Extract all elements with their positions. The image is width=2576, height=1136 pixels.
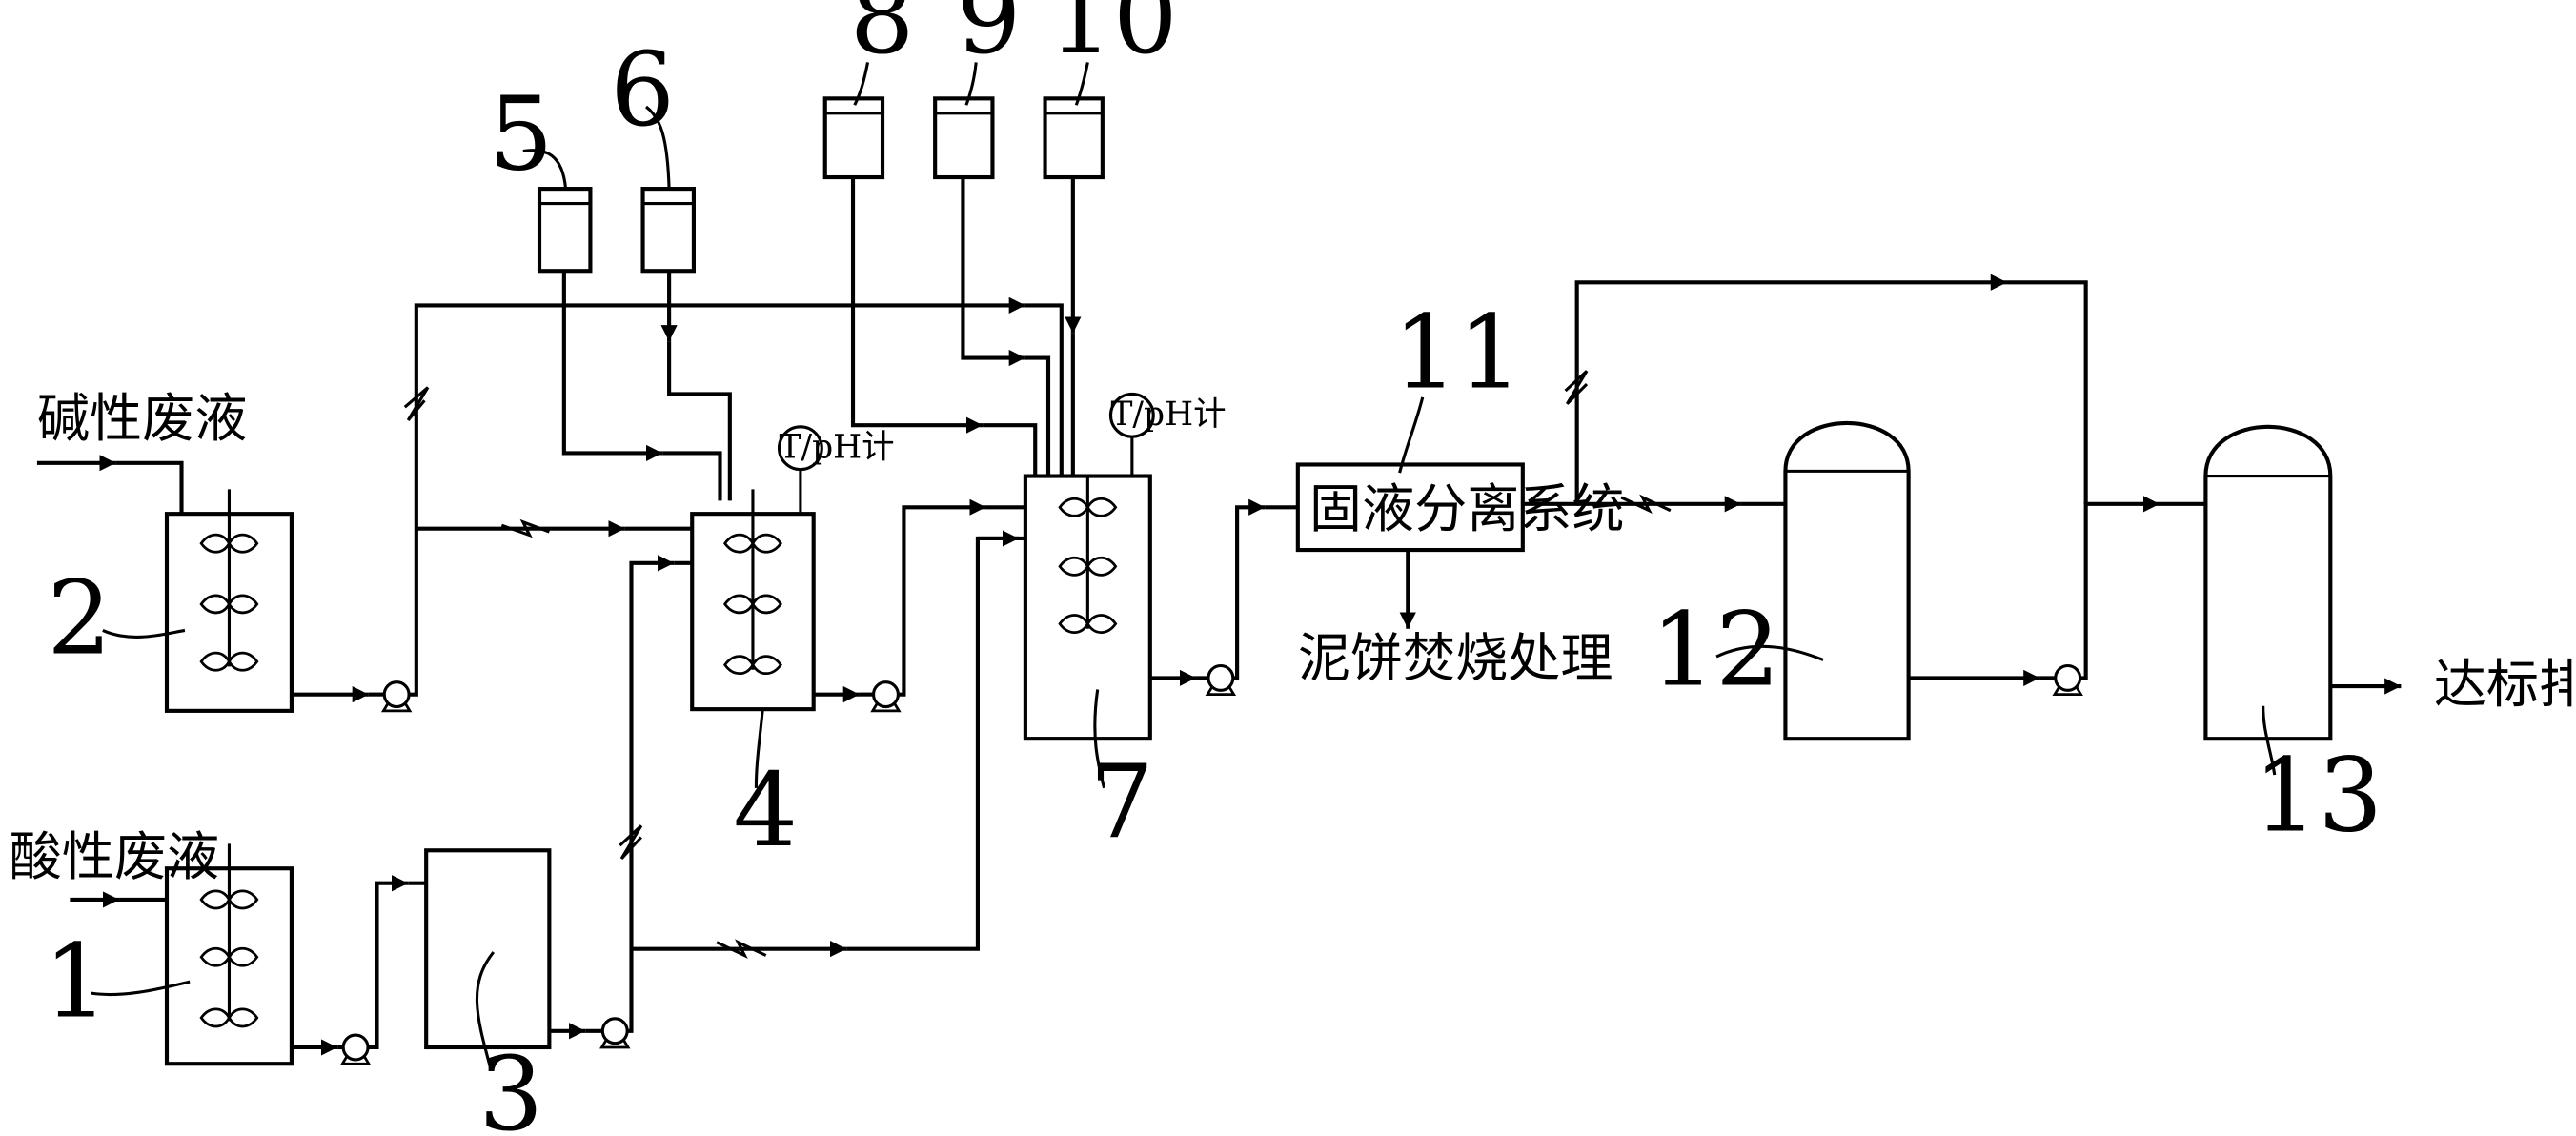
tph-meter-tank7: T/pH计 bbox=[1108, 392, 1227, 477]
check-valve-acid-bottom bbox=[716, 939, 767, 959]
pump-1 bbox=[291, 1033, 371, 1065]
reagent-tank-6 bbox=[640, 187, 697, 274]
reagent-tank-10-number: 10 bbox=[1048, 0, 1178, 77]
tank7-to-separator-line bbox=[1233, 498, 1266, 680]
separation-system-number: 11 bbox=[1393, 294, 1523, 413]
tank-4 bbox=[690, 489, 816, 712]
tph-meter-tank4: T/pH计 bbox=[777, 425, 895, 515]
alkaline-waste-label: 碱性废液 bbox=[37, 388, 247, 449]
reagent-tank-6-number: 6 bbox=[610, 31, 675, 150]
tank-13-number: 13 bbox=[2253, 738, 2383, 856]
reagent-tank-9-number: 9 bbox=[957, 0, 1022, 77]
tank-3-number: 3 bbox=[478, 1036, 543, 1136]
tank-2-leader bbox=[102, 628, 186, 639]
alkaline-inlet-line bbox=[36, 455, 184, 515]
reagent-tank-9 bbox=[933, 96, 995, 180]
tank-13 bbox=[2203, 424, 2333, 741]
tank-4-number: 4 bbox=[733, 752, 798, 870]
bypass-line bbox=[1522, 274, 2007, 506]
check-valve-acid-riser bbox=[619, 824, 643, 860]
reagent-tank-5-number: 5 bbox=[489, 75, 554, 193]
separation-system-11: 固液分离系统 bbox=[1295, 462, 1625, 553]
discharge-label: 达标排放 bbox=[2434, 654, 2576, 715]
tank5-dosing-line bbox=[561, 271, 663, 462]
reagent-tank-8 bbox=[822, 96, 885, 180]
pump-12 bbox=[1908, 663, 2083, 697]
pump1-to-tank3-line bbox=[368, 875, 409, 1050]
pump-2 bbox=[291, 680, 412, 713]
tank-2 bbox=[164, 489, 294, 713]
pump-3 bbox=[549, 1017, 630, 1049]
tank4-to-tank7-line bbox=[899, 498, 986, 697]
sludge-cake-label: 泥饼焚烧处理 bbox=[1298, 628, 1613, 689]
tph-meter-tank7-label: T/pH计 bbox=[1110, 396, 1226, 434]
check-valve-tank4 bbox=[500, 518, 550, 538]
reagent-tank-8-number: 8 bbox=[850, 0, 915, 77]
separation-system-label: 固液分离系统 bbox=[1309, 478, 1625, 539]
acid-to-tank4-line bbox=[628, 555, 675, 1033]
tank-3 bbox=[424, 848, 552, 1050]
tank-2-number: 2 bbox=[47, 560, 112, 679]
pump-7 bbox=[1149, 663, 1236, 697]
tank-12-number: 12 bbox=[1651, 591, 1780, 709]
reagent-tank-5 bbox=[537, 187, 593, 274]
check-valve-tank12 bbox=[1620, 494, 1672, 515]
pump-4 bbox=[813, 680, 901, 713]
alkaline-riser-line bbox=[409, 296, 1025, 697]
tank-1-number: 1 bbox=[44, 923, 109, 1041]
tank-12 bbox=[1783, 421, 1911, 741]
tank8-dosing-line bbox=[850, 177, 984, 434]
check-valve-bypass bbox=[1564, 370, 1589, 405]
tank-7 bbox=[1023, 474, 1152, 741]
tph-meter-tank4-label: T/pH计 bbox=[780, 429, 895, 467]
tank-1 bbox=[164, 843, 294, 1066]
tank-7-number: 7 bbox=[1089, 743, 1154, 862]
tank12-to-tank13-line bbox=[2080, 496, 2160, 680]
check-valve-riser bbox=[403, 386, 430, 421]
acidic-waste-label: 酸性废液 bbox=[10, 826, 219, 887]
tank9-dosing-line bbox=[961, 177, 1025, 367]
reagent-tank-10 bbox=[1043, 96, 1105, 180]
